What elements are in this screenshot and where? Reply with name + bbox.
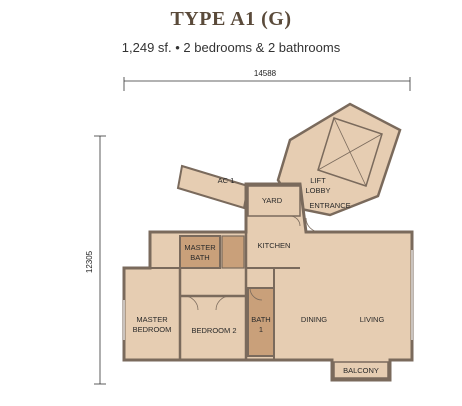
room-bath-1-2: 1: [259, 325, 263, 334]
width-label: 14588: [254, 69, 277, 78]
room-master-bedroom-2: BEDROOM: [133, 325, 172, 334]
room-lift-lobby-2: LOBBY: [305, 186, 330, 195]
room-balcony: BALCONY: [343, 366, 379, 375]
room-bath-1-1: BATH: [251, 315, 270, 324]
plan-subtitle: 1,249 sf. • 2 bedrooms & 2 bathrooms: [121, 40, 341, 55]
room-living: LIVING: [360, 315, 385, 324]
room-yard: YARD: [262, 196, 283, 205]
lift-core: [276, 102, 402, 217]
ac-ledge: [176, 164, 250, 210]
room-lift-lobby-1: LIFT: [310, 176, 326, 185]
plan-title: TYPE A1 (G): [170, 8, 292, 30]
room-dining: DINING: [301, 315, 327, 324]
room-ac: AC 1: [218, 176, 235, 185]
room-entrance: ENTRANCE: [309, 201, 350, 210]
height-label: 12305: [85, 250, 94, 273]
height-dimension: 12305: [85, 135, 106, 385]
room-bedroom-2: BEDROOM 2: [191, 326, 236, 335]
room-master-bath-1: MASTER: [184, 243, 216, 252]
room-master-bath-2: BATH: [190, 253, 209, 262]
room-kitchen: KITCHEN: [258, 241, 291, 250]
door-swings: [183, 215, 321, 311]
main-floor: [122, 182, 414, 382]
room-master-bedroom-1: MASTER: [136, 315, 168, 324]
width-dimension: 14588: [123, 69, 411, 91]
